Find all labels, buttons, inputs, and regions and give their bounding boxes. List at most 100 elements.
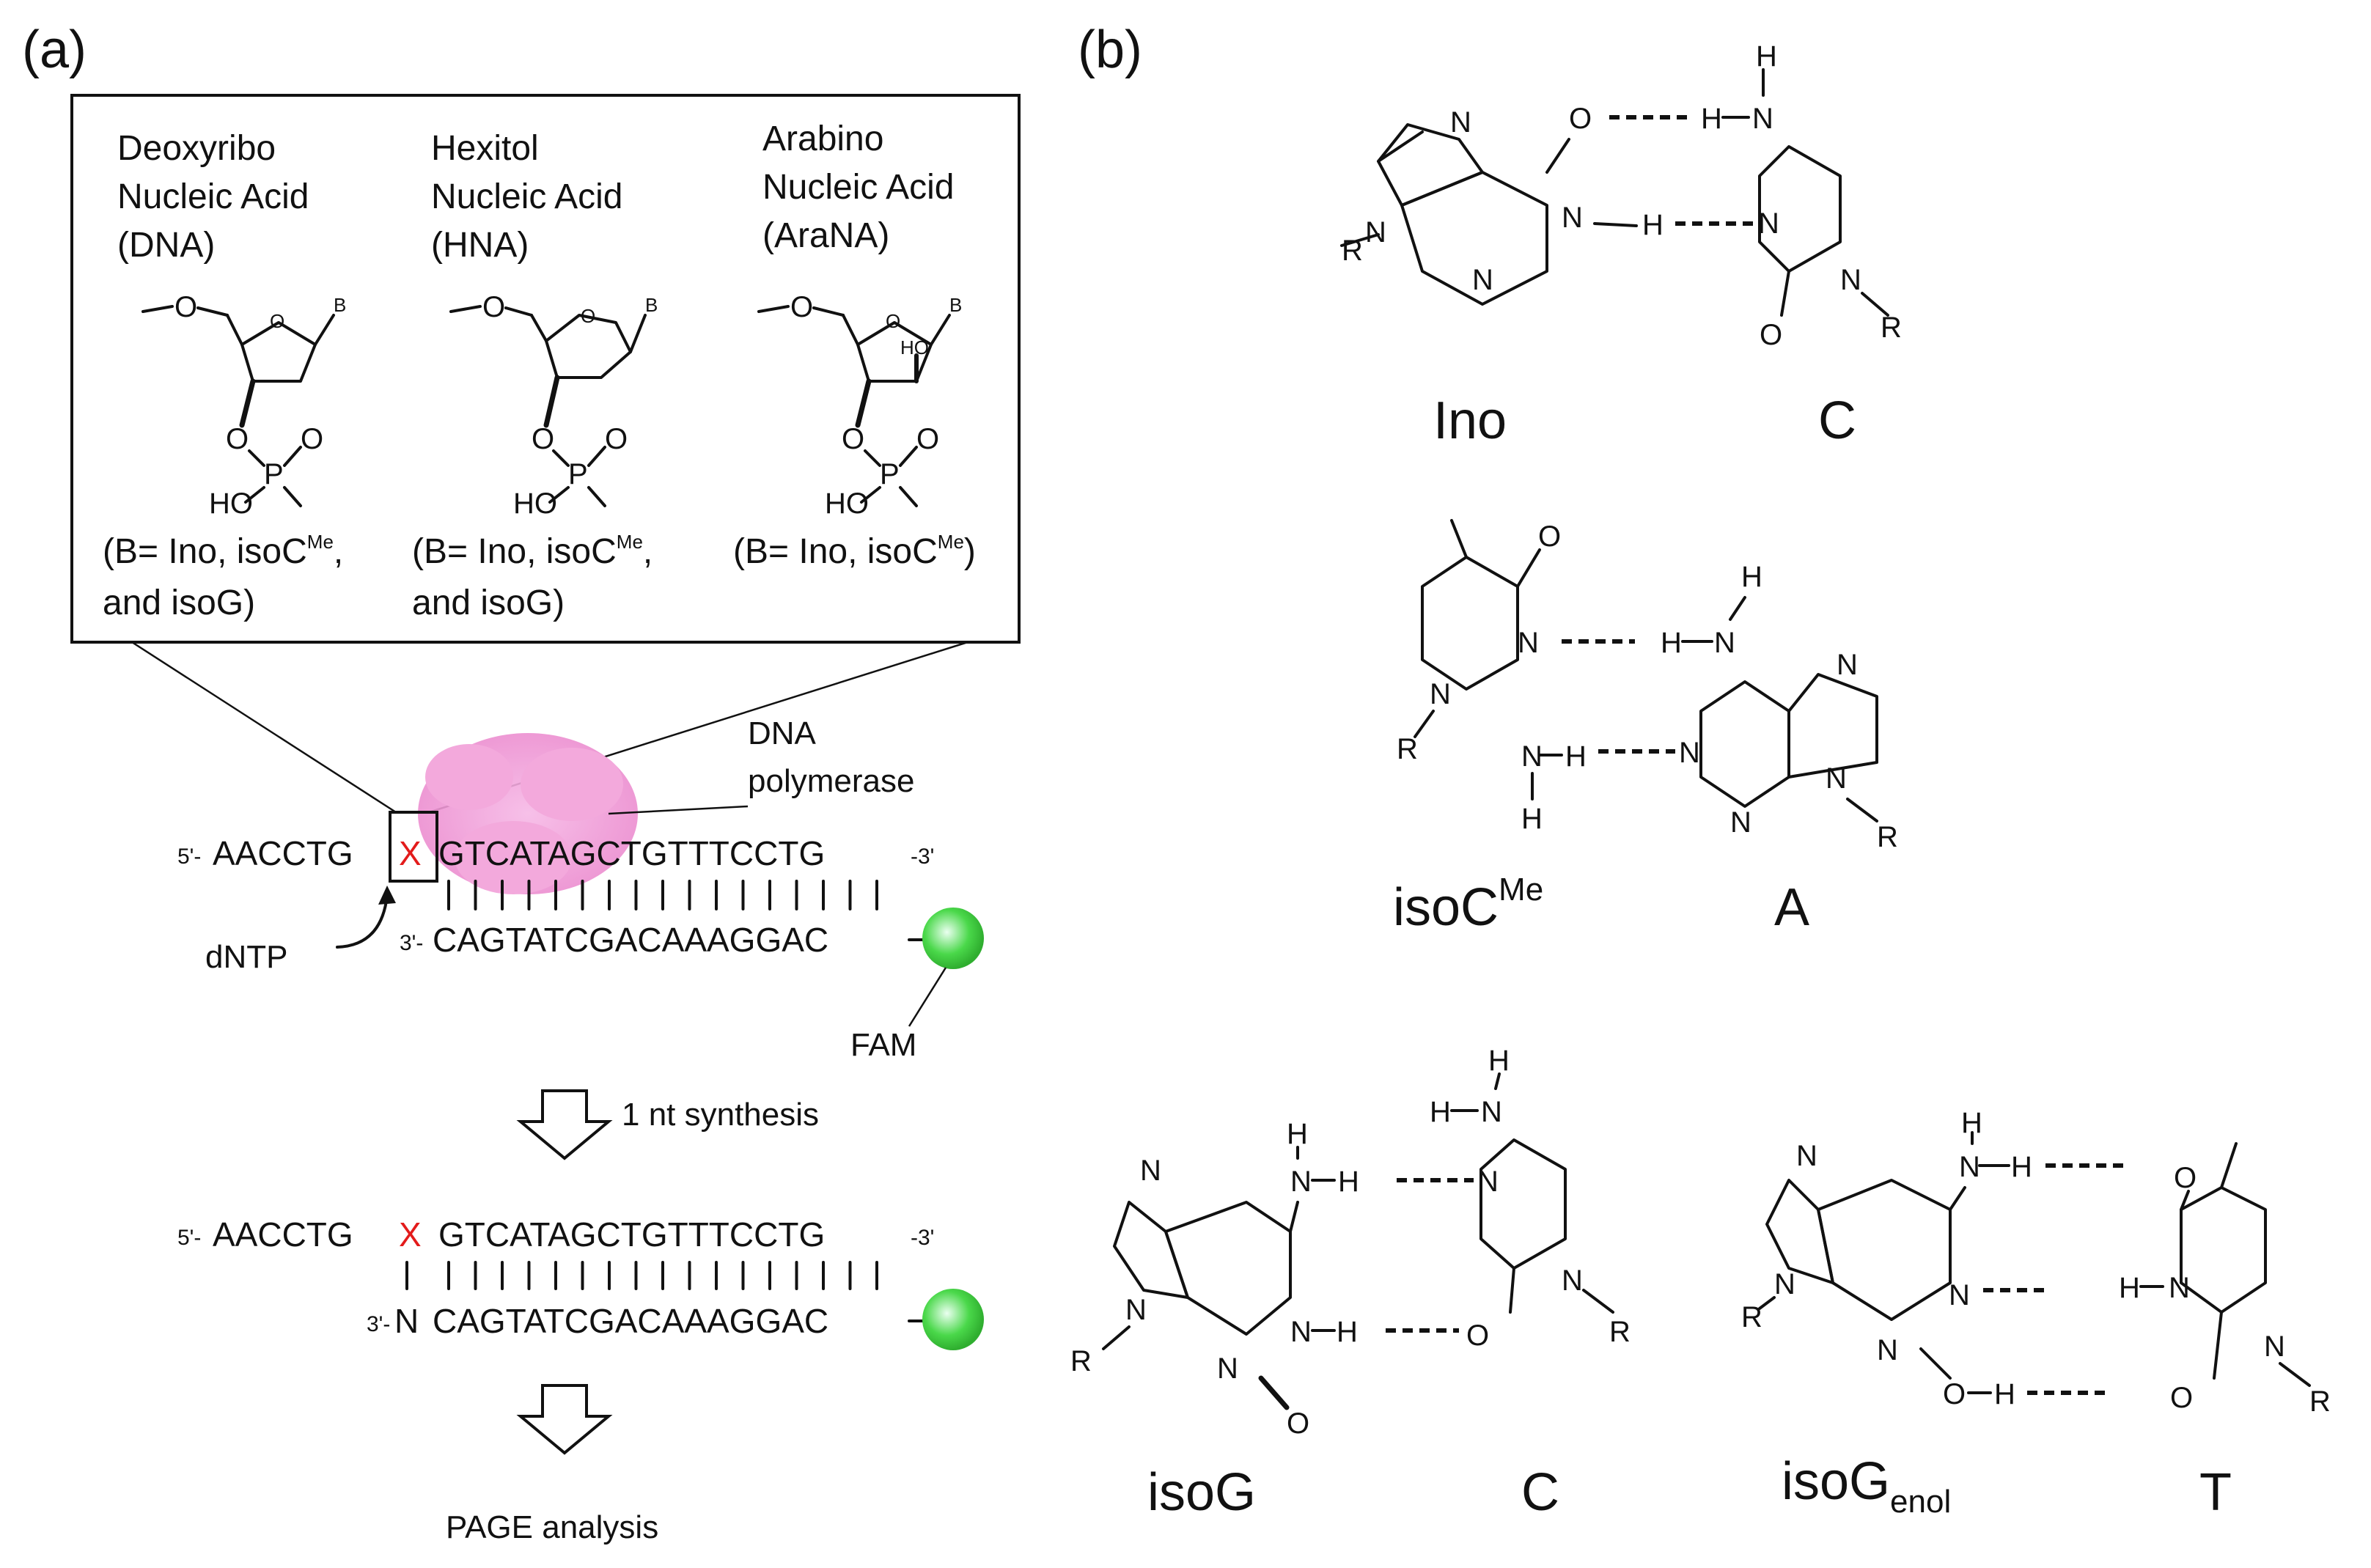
dntp-arrow — [336, 894, 389, 949]
t-n3: N — [2169, 1272, 2190, 1304]
t-n1: N — [2264, 1330, 2285, 1363]
panel-a-label: (a) — [22, 21, 87, 79]
hna-name-line3: (HNA) — [431, 226, 529, 265]
isog-r: R — [1070, 1345, 1092, 1377]
isoge-n3: N — [1877, 1334, 1898, 1366]
dna-p-atom: P — [264, 458, 284, 490]
step-arrow-2 — [516, 1384, 613, 1455]
primer-sequence: AACCTG — [213, 834, 353, 872]
isoge-n7: N — [1796, 1140, 1817, 1172]
c2-n1: N — [1562, 1265, 1583, 1297]
hna-note-2: and isoG) — [412, 584, 565, 622]
c1-n3: N — [1758, 207, 1779, 240]
isog-h-b: H — [1287, 1118, 1308, 1150]
backbone-hna: Hexitol Nucleic Acid (HNA) O O B O P O H… — [412, 129, 658, 622]
product-template-seq: GTCATAGCTGTTTCCTG — [438, 1215, 825, 1254]
hna-sugar-structure: O O B O P O HO — [449, 291, 658, 520]
pair3-left-label: isoG — [1147, 1463, 1256, 1522]
isog-n6: N — [1290, 1166, 1312, 1198]
cytosine-structure-2: H N H N N R O — [1430, 1045, 1631, 1352]
fam-label: FAM — [850, 1027, 916, 1063]
isoge-r: R — [1741, 1301, 1762, 1333]
pair4-left-label: isoGenol — [1782, 1452, 1951, 1520]
isog-o2: O — [1287, 1407, 1309, 1440]
dna-note-2: and isoG) — [103, 584, 255, 622]
polymerase-label-2: polymerase — [748, 763, 914, 799]
arana-po-atom: O — [916, 423, 939, 455]
arana-p-atom: P — [880, 458, 900, 490]
polymerase-blob — [418, 733, 638, 894]
base-pair-ticks-1 — [447, 880, 878, 910]
hna-name-line1: Hexitol — [431, 129, 539, 168]
dna-name-line1: Deoxyribo — [117, 129, 276, 168]
arana-phos-o: O — [842, 423, 864, 455]
pair1-left-label: Ino — [1433, 391, 1507, 450]
fam-dye-2 — [922, 1289, 984, 1350]
isog-h-a: H — [1338, 1166, 1359, 1198]
product-lower-3-end: 3'- — [367, 1312, 390, 1336]
a-h-a: H — [1661, 627, 1682, 659]
hna-name-line2: Nucleic Acid — [431, 177, 622, 216]
polymerase-label-1: DNA — [748, 715, 817, 751]
backbone-inset-box — [70, 94, 1021, 644]
x-nucleotide: X — [399, 834, 422, 872]
inosine-structure: N N R N N O H — [1340, 103, 1664, 306]
lower-sequence: CAGTATCGACAAAGGAC — [433, 921, 828, 959]
t-o2: O — [2170, 1382, 2193, 1414]
pair2-right-label: A — [1774, 878, 1809, 937]
dna-ho-atom: HO — [209, 487, 253, 520]
isoge-oh-h: H — [1994, 1378, 2015, 1410]
isocme-structure: O N N R N H H — [1397, 519, 1587, 835]
isoc-h-a: H — [1565, 740, 1587, 773]
arana-ho-atom: HO — [825, 487, 869, 520]
a-n1: N — [1679, 737, 1700, 769]
dna-name-line3: (DNA) — [117, 226, 215, 265]
c1-n1: N — [1840, 264, 1861, 296]
dna-name-line2: Nucleic Acid — [117, 177, 309, 216]
dna-phos-o: O — [226, 423, 249, 455]
isoc-n1: N — [1430, 678, 1451, 710]
step-arrow-1 — [516, 1089, 613, 1160]
c1-n4: N — [1752, 103, 1773, 135]
pair-ino-c: N N R N N O H H N H N N R O Ino C — [1340, 40, 1902, 450]
arana-name-line1: Arabino — [762, 119, 883, 158]
dntp-arrowhead — [378, 886, 396, 905]
isogenol-structure: N N R N N O H N H H — [1741, 1107, 2032, 1410]
pair2-left-label: isoCMe — [1393, 872, 1543, 937]
isog-n3: N — [1217, 1352, 1238, 1385]
arana-name-line3: (AraNA) — [762, 216, 889, 255]
c1-o2: O — [1760, 319, 1782, 351]
arana-note-1: (B= Ino, isoCMe) — [733, 531, 976, 571]
arana-ho-ring: HO — [900, 336, 929, 358]
isoc-r: R — [1397, 733, 1418, 765]
isoc-n2: N — [1521, 740, 1543, 773]
isog-h1: H — [1337, 1316, 1358, 1348]
step1-label: 1 nt synthesis — [622, 1097, 819, 1133]
product-lower-seq: CAGTATCGACAAAGGAC — [433, 1302, 828, 1340]
c1-h-b: H — [1756, 40, 1777, 73]
pair4-right-label: T — [2199, 1463, 2232, 1522]
primer-5-end: 5'- — [177, 844, 201, 869]
isoge-n1: N — [1949, 1279, 1970, 1311]
backbone-dna: Deoxyribo Nucleic Acid (DNA) O O B O P O… — [103, 129, 346, 622]
arana-o-atom: O — [790, 291, 813, 323]
dna-sugar-structure: O O B O P O HO — [141, 291, 346, 520]
fam-leader — [908, 967, 947, 1027]
product-5-end: 5'- — [177, 1226, 201, 1250]
dntp-label: dNTP — [205, 939, 287, 975]
a-r: R — [1877, 821, 1898, 853]
hna-b-atom: B — [645, 294, 658, 316]
ino-n7: N — [1450, 106, 1471, 139]
hna-p-atom: P — [568, 458, 588, 490]
pair-isocme-a: O N N R N H H H N H N N N N R i — [1393, 519, 1898, 937]
thymine-structure: O H N N R O — [2119, 1142, 2331, 1418]
adenine-structure: H N H N N N N R — [1661, 561, 1898, 853]
template-sequence: GTCATAGCTGTTTCCTG — [438, 834, 825, 872]
backbone-arana: Arabino Nucleic Acid (AraNA) O O B HO O … — [733, 119, 976, 571]
isog-n9: N — [1125, 1294, 1147, 1326]
c1-h-a: H — [1701, 103, 1722, 135]
hna-po-atom: O — [605, 423, 628, 455]
product-primer-seq: AACCTG — [213, 1215, 353, 1254]
c2-n4: N — [1481, 1096, 1502, 1128]
